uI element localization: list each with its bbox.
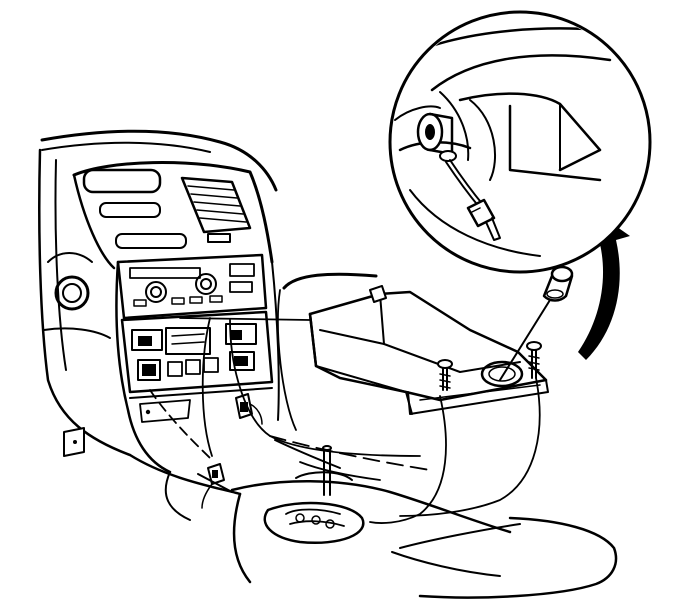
radio-knob-right bbox=[195, 273, 217, 295]
removal-direction-arrow bbox=[578, 222, 630, 360]
cup-holder bbox=[480, 360, 524, 388]
console-tray bbox=[282, 265, 574, 415]
side-air-vent bbox=[47, 252, 93, 311]
radio-knob-left bbox=[145, 281, 167, 303]
climate-controls bbox=[120, 310, 274, 394]
mounting-screw-left bbox=[437, 359, 453, 391]
upper-vent-left bbox=[82, 168, 162, 194]
shift-indicator bbox=[263, 445, 365, 544]
harness-plug bbox=[201, 463, 225, 509]
floor-console bbox=[128, 439, 618, 599]
center-air-vent bbox=[180, 176, 252, 243]
detail-callout bbox=[388, 10, 652, 274]
dash-side-panel bbox=[63, 427, 85, 457]
center-stack bbox=[72, 161, 280, 474]
lower-vent-slot bbox=[115, 233, 187, 249]
lighter-connector-detail bbox=[466, 198, 501, 241]
leader-lines bbox=[149, 289, 541, 524]
upper-vent-slot bbox=[99, 202, 161, 218]
cigarette-lighter-element bbox=[542, 265, 574, 302]
mounting-screw-right bbox=[526, 341, 542, 379]
radio-unit bbox=[116, 253, 268, 320]
dashboard bbox=[38, 129, 278, 457]
lighter-socket-detail bbox=[416, 112, 457, 162]
